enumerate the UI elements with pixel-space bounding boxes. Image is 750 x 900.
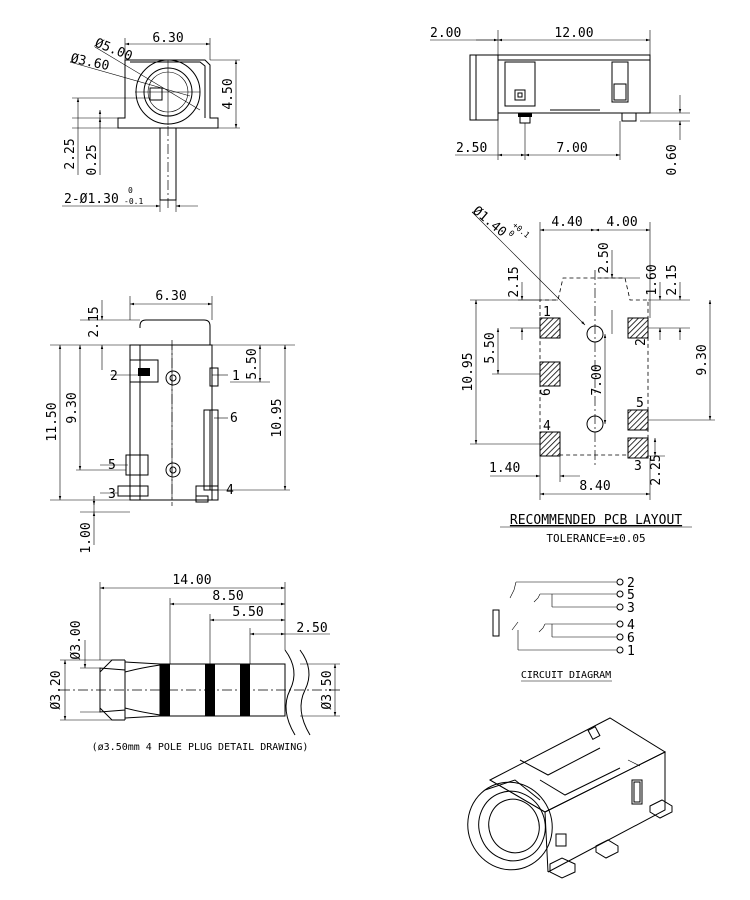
front-base-label: 0.25 (85, 144, 100, 175)
pcb-tolerance-label: TOLERANCE=±0.05 (546, 532, 645, 545)
pcb-left-total-label: 10.95 (461, 352, 476, 391)
front-offset-label: 2.25 (63, 138, 78, 169)
circuit-terminal-4: 4 (627, 618, 635, 633)
top-pin-span-label: 5.50 (245, 348, 260, 379)
side-standoff-label: 0.60 (665, 144, 680, 175)
top-span-label: 9.30 (65, 392, 80, 423)
plug-shaft-diameter: Ø3.20 (49, 670, 64, 709)
front-inner-diameter-label: Ø3.60 (69, 51, 110, 74)
top-offset-label: 2.15 (87, 306, 102, 337)
pcb-pad (627, 409, 649, 431)
pcb-pad-1-label: 1 (543, 305, 551, 320)
pcb-pad-2-label: 2 (634, 338, 649, 346)
front-pin-tol-upper: 0 (128, 186, 133, 195)
plug-caption: (ø3.50mm 4 POLE PLUG DETAIL DRAWING) (92, 742, 309, 753)
pcb-right-x-label: 4.00 (606, 215, 637, 230)
top-pin-4-label: 4 (226, 483, 234, 498)
front-pin-tol-lower: -0.1 (124, 197, 143, 206)
plug-body-diameter: Ø3.50 (320, 670, 335, 709)
plug-length-2: 8.50 (212, 589, 243, 604)
pcb-hole-diameter-label: Ø1.40 (469, 204, 509, 241)
top-pin-2-label: 2 (110, 369, 118, 384)
top-pin-1-label: 1 (232, 369, 240, 384)
pcb-pad (539, 431, 561, 457)
pcb-pad (539, 317, 561, 339)
circuit-diagram-title: CIRCUIT DIAGRAM (521, 670, 611, 681)
pcb-pad (539, 361, 561, 387)
circuit-terminal-1: 1 (627, 644, 635, 659)
plug-detail: 14.00 8.50 5.50 2.50 Ø3.00 Ø3.20 Ø3.50 (… (49, 573, 340, 753)
pcb-left-x-label: 4.40 (551, 215, 582, 230)
pcb-center-span-label: 7.00 (590, 364, 605, 395)
side-length-label: 12.00 (554, 26, 593, 41)
front-view: 6.30 Ø5.00 Ø3.60 4.50 2.25 0.25 2-Ø1.30 … (62, 31, 240, 212)
side-view: 2.00 12.00 2.50 7.00 0.60 (430, 26, 690, 176)
circuit-diagram: 2 5 3 4 6 1 CIRCUIT DIAGRAM (492, 576, 635, 682)
pcb-bottom-label: 2.25 (649, 454, 664, 485)
top-view: 6.30 2.15 11.50 9.30 5.50 10.95 1.00 1 2… (45, 289, 295, 554)
pcb-center-top-label: 2.50 (597, 242, 612, 273)
top-total-length-label: 11.50 (45, 402, 60, 441)
pcb-right-top-label: 1.60 (645, 264, 660, 295)
top-body-length-label: 10.95 (270, 398, 285, 437)
pcb-pad (627, 317, 649, 339)
pcb-left-span-label: 5.50 (483, 332, 498, 363)
top-pin-5-label: 5 (108, 458, 116, 473)
front-pin-diameter-label: 2-Ø1.30 (64, 192, 119, 207)
circuit-terminal-2: 2 (627, 576, 635, 591)
front-width-label: 6.30 (152, 31, 183, 46)
isometric-view (467, 717, 673, 879)
pcb-right-top2-label: 2.15 (665, 264, 680, 295)
pcb-pad-width-label: 1.40 (489, 461, 520, 476)
pcb-pad-6-label: 6 (539, 388, 554, 396)
pcb-pad-3-label: 3 (634, 459, 642, 474)
side-pin-offset-label: 2.50 (456, 141, 487, 156)
plug-tip-diameter: Ø3.00 (69, 620, 84, 659)
top-pin-6-label: 6 (230, 411, 238, 426)
top-width-label: 6.30 (155, 289, 186, 304)
pcb-right-span-label: 9.30 (695, 344, 710, 375)
pcb-total-width-label: 8.40 (579, 479, 610, 494)
top-pin-3-label: 3 (108, 487, 116, 502)
plug-length-3: 5.50 (232, 605, 263, 620)
plug-length-4: 2.50 (296, 621, 327, 636)
pcb-layout: Ø1.40 +0.1 0 4.40 4.00 2.50 2.15 1.60 2.… (461, 204, 715, 545)
circuit-terminal-5: 5 (627, 588, 635, 603)
front-height-label: 4.50 (221, 78, 236, 109)
pcb-left-top-label: 2.15 (507, 266, 522, 297)
plug-length-total: 14.00 (172, 573, 211, 588)
pcb-pad-4-label: 4 (543, 419, 551, 434)
pcb-pad-5-label: 5 (636, 396, 644, 411)
side-pin-pitch-label: 7.00 (556, 141, 587, 156)
pcb-pad (627, 437, 649, 459)
top-bottom-label: 1.00 (79, 522, 94, 553)
circuit-terminal-6: 6 (627, 631, 635, 646)
circuit-terminal-3: 3 (627, 601, 635, 616)
pcb-layout-title: RECOMMENDED PCB LAYOUT (510, 513, 682, 528)
pcb-hole-tol-lower: 0 (507, 229, 517, 239)
side-front-label: 2.00 (430, 26, 461, 41)
